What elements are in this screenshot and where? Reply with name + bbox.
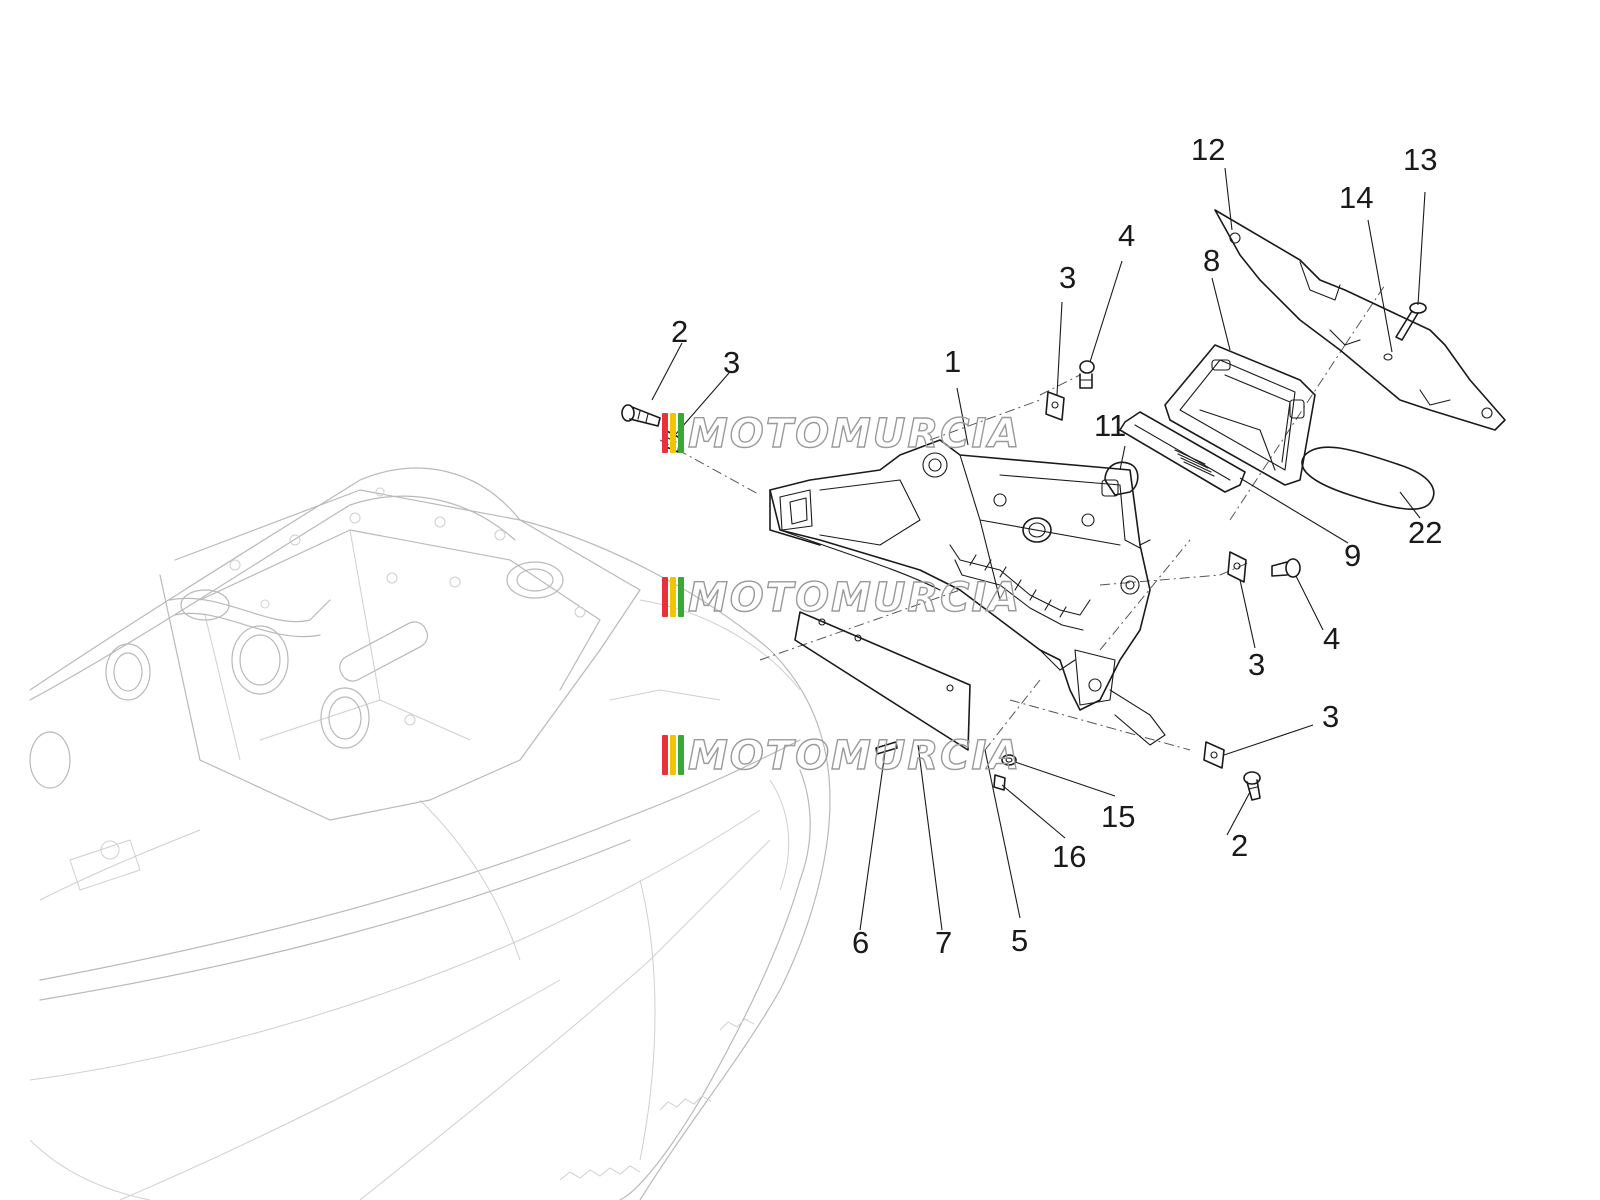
callout-2-lower: 2 (1231, 828, 1248, 863)
screw-2-upper (621, 404, 661, 427)
clip-3-right (1227, 551, 1247, 583)
clip-3-top (1045, 391, 1065, 421)
part-11-bulb (1101, 461, 1139, 497)
watermark-text: MOTOMURCIA (688, 411, 1021, 457)
callout-9: 9 (1344, 538, 1361, 573)
callout-3-lower: 3 (1322, 699, 1339, 734)
callout-14: 14 (1339, 180, 1373, 215)
part-9-lens (1119, 411, 1246, 493)
spacer-16 (993, 774, 1006, 791)
callout-11: 11 (1094, 408, 1126, 443)
watermark-stripe-yellow (670, 413, 676, 453)
callout-3-upper-left: 3 (723, 345, 740, 380)
callout-16: 16 (1052, 839, 1086, 874)
screw-4-top (1079, 360, 1095, 389)
part-12-plate-cover (1214, 209, 1506, 431)
callout-13: 13 (1403, 142, 1437, 177)
callout-4-top: 4 (1118, 218, 1135, 253)
callout-8: 8 (1203, 243, 1220, 278)
fasteners (621, 302, 1427, 801)
watermark-3: MOTOMURCIA (662, 732, 1021, 780)
watermark-text: MOTOMURCIA (688, 733, 1021, 779)
callout-7: 7 (935, 925, 952, 960)
part-5-plate-bracket (794, 611, 971, 751)
watermark-stripe-green (678, 413, 684, 453)
watermark-stripe-red (662, 413, 668, 453)
callout-1: 1 (944, 344, 961, 379)
part-22-reflector (1301, 446, 1435, 510)
watermark-1: MOTOMURCIA (662, 410, 1021, 458)
part-8-lens-frame (1164, 344, 1316, 486)
assembly-lines (659, 284, 1386, 751)
callout-4-right: 4 (1323, 621, 1340, 656)
callout-3-right: 3 (1248, 647, 1265, 682)
callout-15: 15 (1101, 799, 1135, 834)
washer-14 (1383, 353, 1393, 361)
screw-4-right (1271, 558, 1301, 578)
leader-lines (651, 167, 1426, 931)
callout-6: 6 (852, 925, 869, 960)
watermark-text: MOTOMURCIA (688, 575, 1021, 621)
scooter-rear-body (29, 467, 831, 1200)
callout-22: 22 (1408, 515, 1442, 550)
callout-3-top: 3 (1059, 260, 1076, 295)
washer-15 (1001, 754, 1017, 766)
pin-6 (875, 741, 898, 755)
callout-labels: 1 2 2 3 3 3 3 4 4 5 6 7 8 9 11 12 13 14 … (671, 132, 1442, 960)
callout-12: 12 (1191, 132, 1225, 167)
watermark-2: MOTOMURCIA (662, 574, 1021, 622)
part-1-plate-holder (769, 439, 1166, 746)
callout-2-upper: 2 (671, 314, 688, 349)
clip-3-lower (1203, 741, 1225, 769)
screw-2-lower (1243, 771, 1261, 801)
callout-5: 5 (1011, 923, 1028, 958)
